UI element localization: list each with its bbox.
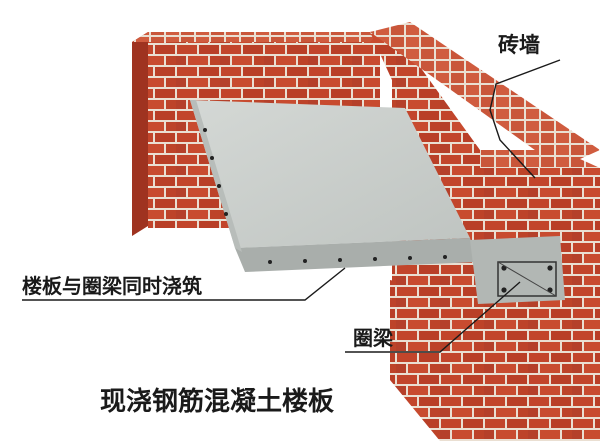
- front-wall: [390, 150, 600, 441]
- leader-lines: [22, 59, 561, 353]
- diagram-title: 现浇钢筋混凝土楼板: [100, 386, 334, 417]
- ring-beam: [470, 236, 565, 304]
- label-brick-wall: 砖墙: [498, 33, 540, 57]
- concrete-slab: [190, 100, 478, 272]
- rebar-dots: [203, 128, 447, 264]
- label-ring-beam: 圈梁: [353, 326, 394, 350]
- label-slab-and-ring-beam: 楼板与圈梁同时浇筑: [22, 274, 202, 298]
